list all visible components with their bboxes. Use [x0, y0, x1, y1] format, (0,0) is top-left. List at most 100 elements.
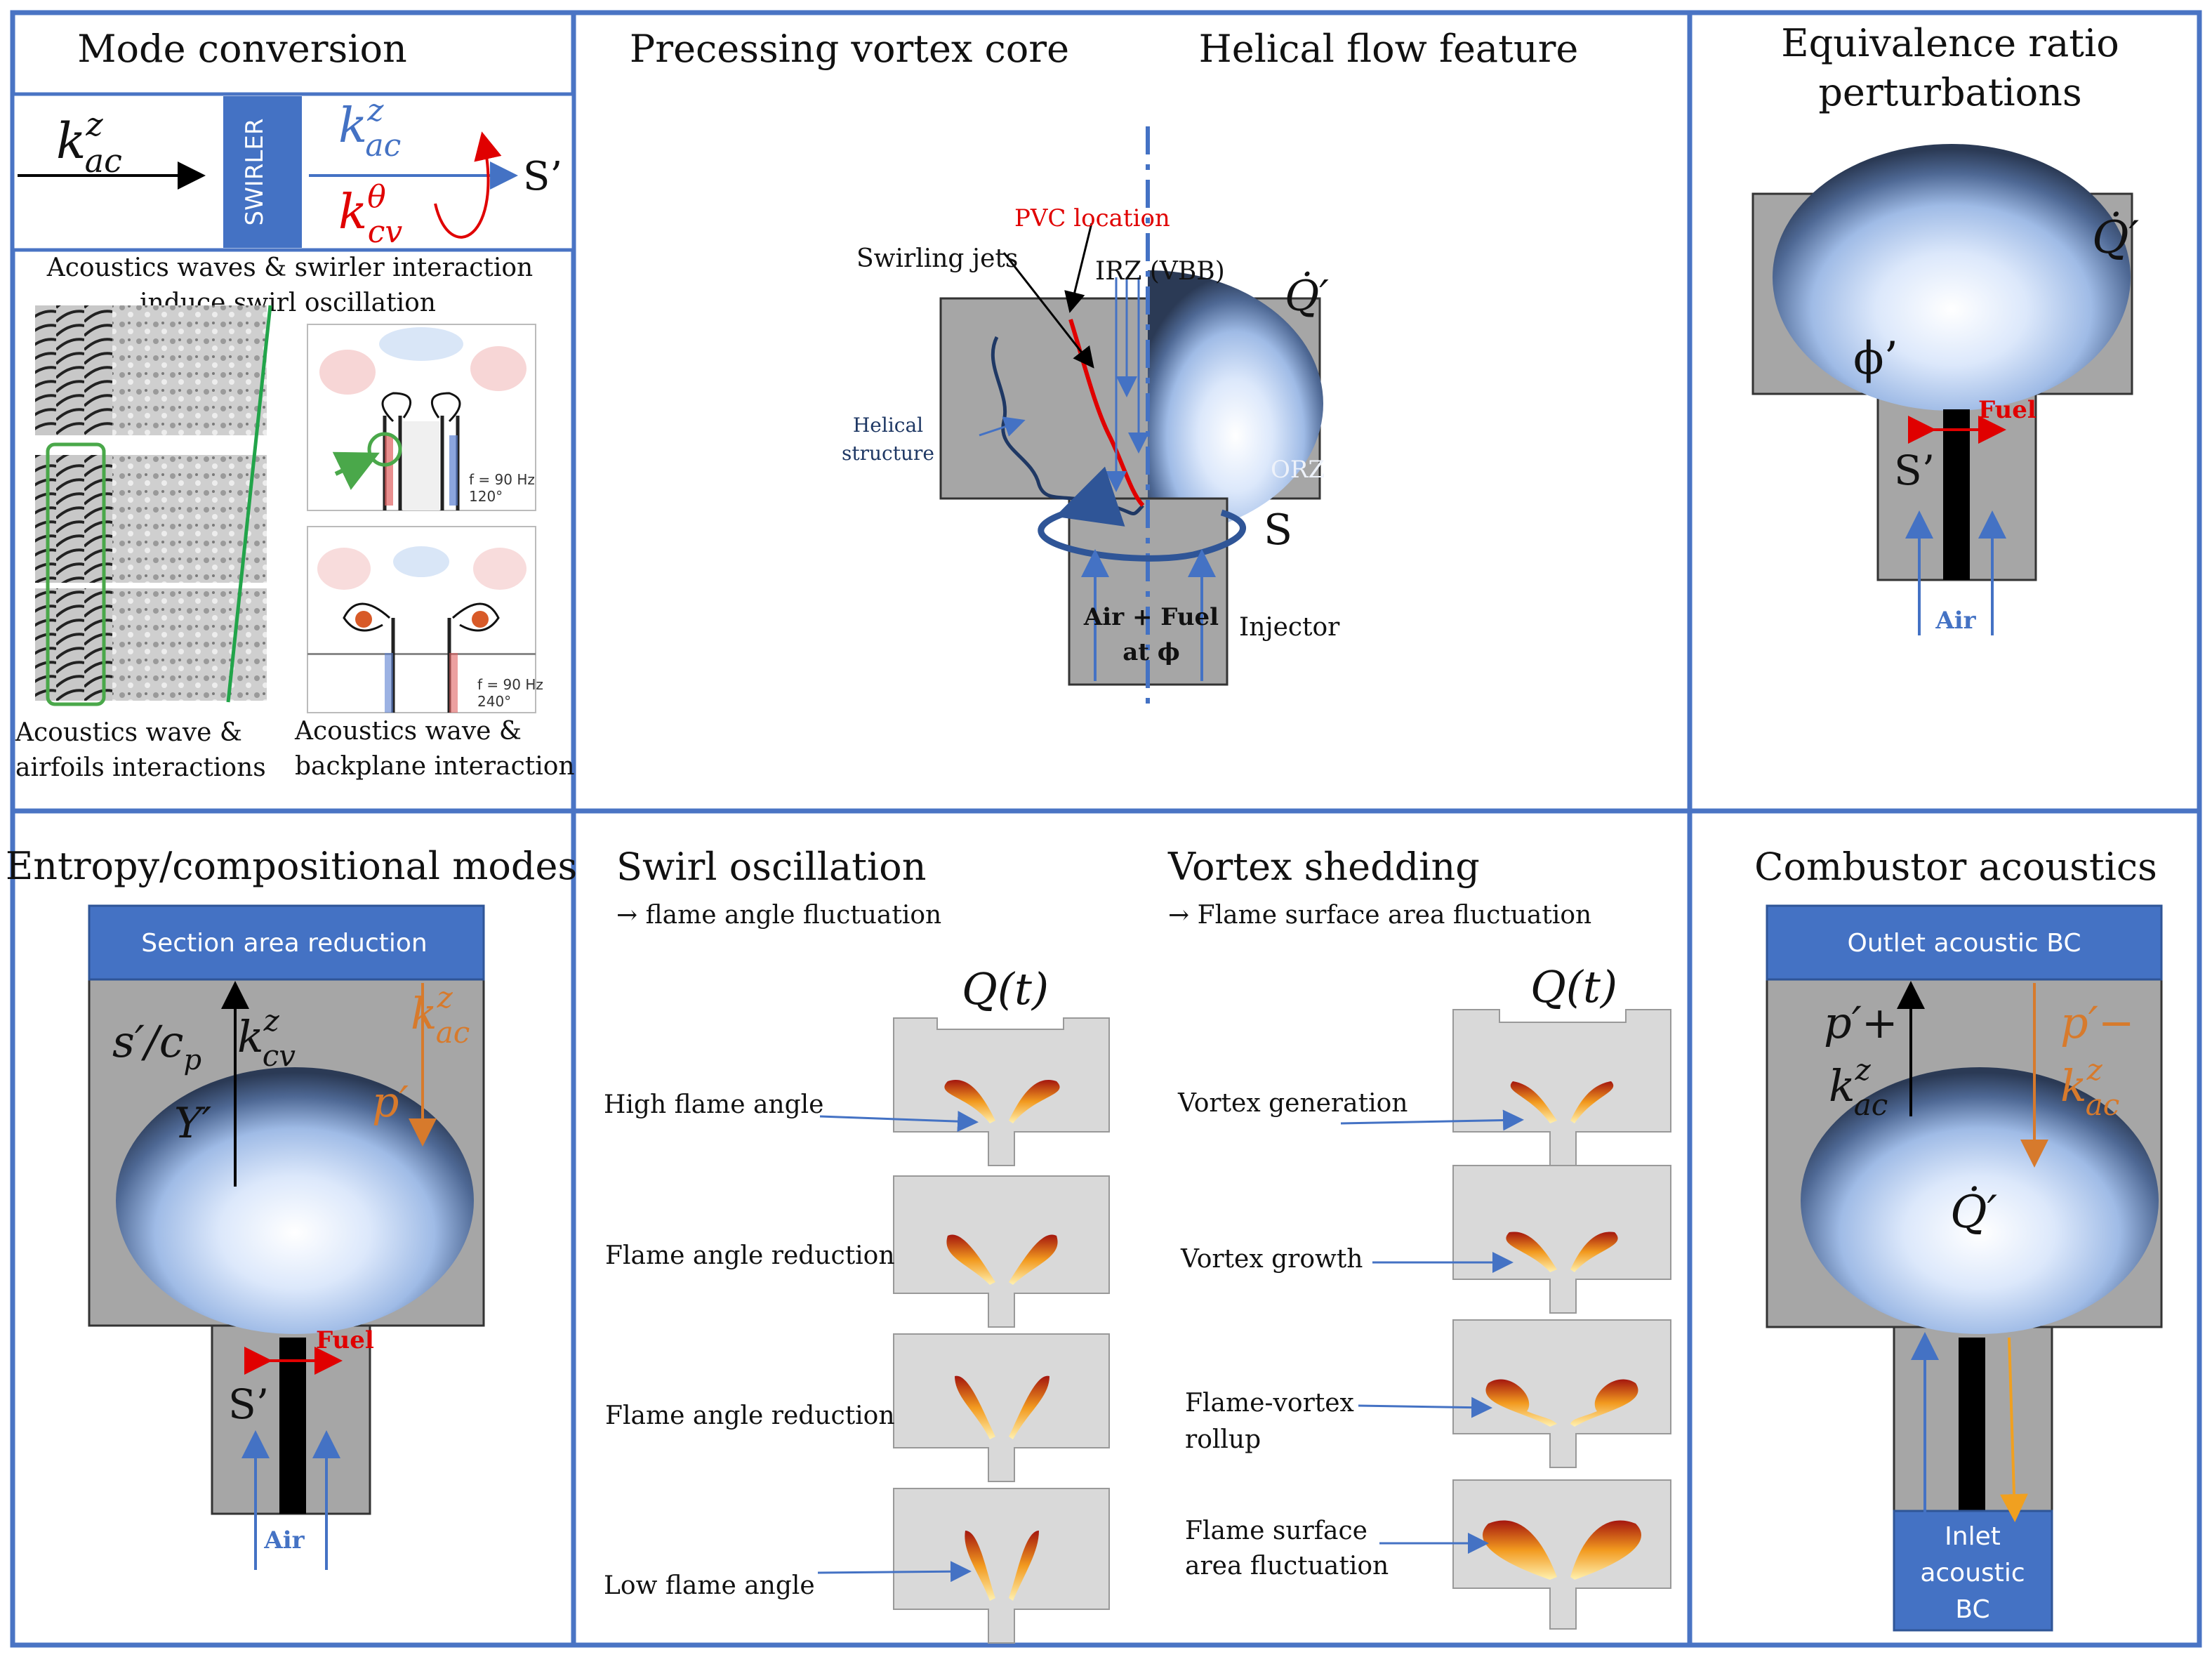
swirl-frame-2 — [893, 1175, 1110, 1328]
vortex-frame-3-label-2: rollup — [1185, 1425, 1261, 1454]
entropy-p-prime: p′ — [372, 1078, 409, 1127]
swirl-frame-2-label: Flame angle reduction — [605, 1241, 895, 1270]
helical-title: Helical flow feature — [1199, 27, 1579, 71]
vortex-frame-1-arrow — [1340, 1109, 1524, 1131]
combustor-acoustics-title: Combustor acoustics — [1754, 845, 2157, 889]
swirl-frame-4-label: Low flame angle — [604, 1571, 815, 1600]
swirl-osc-title: Swirl oscillation — [616, 845, 926, 889]
equivalence-title-2: perturbations — [1818, 70, 2081, 114]
equivalence-q-prime: Q̇′ — [2092, 211, 2139, 264]
helical-structure-arrow — [979, 416, 1026, 437]
panel-flame-response: Swirl oscillation → flame angle fluctuat… — [604, 845, 1671, 1644]
inlet-bc-label-1: Inlet — [1945, 1522, 2001, 1551]
inlet-bc-box — [1893, 1510, 2053, 1632]
equivalence-phi-prime: ϕ’ — [1853, 333, 1898, 385]
vortex-frame-2-label: Vortex growth — [1180, 1245, 1363, 1274]
vortex-frame-4-label-2: area fluctuation — [1185, 1552, 1389, 1580]
helical-label-2: structure — [842, 442, 934, 465]
equivalence-title-1: Equivalence ratio — [1781, 21, 2119, 65]
mode-conversion-s-prime: S’ — [523, 154, 562, 199]
entropy-fuel-line — [279, 1338, 306, 1514]
entropy-s-prime: S’ — [228, 1380, 269, 1428]
vortex-frame-3-arrow — [1358, 1397, 1492, 1418]
panel-precessing-vortex-core: Precessing vortex core Helical flow feat… — [630, 27, 1578, 713]
acoustics-q-prime: Q̇′ — [1950, 1185, 1997, 1239]
mode-conversion-caption-1: Acoustics waves & swirler interaction — [46, 253, 534, 282]
section-area-label: Section area reduction — [141, 929, 428, 958]
swirl-q-label: Q(t) — [962, 963, 1049, 1015]
swirl-frame-1 — [893, 1017, 1110, 1166]
panel-equivalence-ratio: Equivalence ratio perturbations Fuel Q̇′… — [1751, 21, 2139, 635]
swirl-osc-subtitle: → flame angle fluctuation — [616, 901, 941, 930]
swirler-box — [223, 96, 302, 248]
irz-arrows — [1106, 277, 1149, 492]
airfoils-caption-1: Acoustics wave & — [15, 718, 242, 747]
backplane-caption-1: Acoustics wave & — [294, 717, 522, 746]
panel-combustor-acoustics: Combustor acoustics Outlet acoustic BC I… — [1754, 845, 2163, 1632]
entropy-y-prime: Y′ — [174, 1099, 212, 1148]
pvc-location-arrow — [1064, 223, 1093, 313]
sim-top-angle: 120° — [469, 488, 503, 505]
pvc-location-label: PVC location — [1014, 204, 1170, 232]
swirl-frame-4 — [893, 1488, 1110, 1644]
panel-frames — [10, 10, 2202, 1648]
backplane-caption-2: backplane interaction — [295, 752, 575, 781]
airfoils-caption-2: airfoils interactions — [15, 753, 266, 782]
vortex-frame-2 — [1452, 1165, 1671, 1314]
outlet-bc-box — [1766, 904, 2163, 981]
acoustics-p-plus: p′+ — [1824, 997, 1898, 1048]
airfoil-simulation-images — [35, 305, 272, 706]
equivalence-air-label: Air — [1935, 607, 1976, 635]
section-area-box — [88, 904, 485, 981]
inlet-bc-label-3: BC — [1955, 1595, 1989, 1624]
swirl-frame-1-arrow — [819, 1111, 979, 1133]
vortex-frame-3 — [1452, 1319, 1671, 1468]
equivalence-s-prime: S’ — [1894, 447, 1935, 494]
mode-conversion-title: Mode conversion — [77, 27, 407, 71]
inlet-bc-label-2: acoustic — [1920, 1559, 2025, 1587]
air-fuel-label-2: at ϕ — [1122, 638, 1180, 666]
backplane-simulation-bottom: f = 90 Hz 240° — [307, 526, 543, 713]
sim-top-frequency: f = 90 Hz — [469, 471, 535, 488]
pvc-flame — [1148, 270, 1323, 537]
equivalence-fuel-label: Fuel — [1978, 396, 2037, 424]
swirl-frame-3-label: Flame angle reduction — [605, 1401, 895, 1430]
vortex-frame-4-label-1: Flame surface — [1185, 1517, 1367, 1545]
swirl-frame-1-label: High flame angle — [604, 1090, 823, 1119]
pvc-swirl-s: S — [1264, 506, 1292, 555]
acoustics-fuel-line — [1959, 1338, 1985, 1513]
pvc-title: Precessing vortex core — [630, 27, 1069, 71]
sim-bottom-angle: 240° — [477, 693, 511, 710]
equivalence-fuel-line — [1943, 409, 1970, 580]
vortex-frame-3-label-1: Flame-vortex — [1185, 1389, 1354, 1418]
entropy-fuel-label: Fuel — [316, 1326, 374, 1354]
vortex-title: Vortex shedding — [1167, 845, 1480, 889]
entropy-air-label: Air — [263, 1526, 305, 1554]
swirler-label: SWIRLER — [241, 119, 269, 226]
irz-label: IRZ (VBB) — [1095, 257, 1225, 286]
acoustics-flame — [1801, 1067, 2159, 1334]
backplane-simulation-top: f = 90 Hz 120° — [307, 324, 536, 511]
helical-label-1: Helical — [853, 414, 923, 437]
acoustics-p-minus: p′− — [2060, 997, 2135, 1048]
injector-label: Injector — [1239, 613, 1340, 642]
entropy-title: Entropy/compositional modes — [6, 844, 577, 888]
equivalence-flame — [1773, 144, 2131, 411]
swirling-jets-arrow — [1002, 252, 1094, 369]
k-cv-curl-arrow — [434, 131, 502, 239]
panel-entropy: Entropy/compositional modes Section area… — [6, 844, 577, 1570]
air-fuel-label-1: Air + Fuel — [1083, 603, 1219, 631]
outlet-bc-label: Outlet acoustic BC — [1848, 929, 2081, 958]
sim-bottom-frequency: f = 90 Hz — [477, 676, 543, 693]
vortex-frame-4 — [1452, 1479, 1671, 1630]
swirl-rotation-arrow — [1038, 466, 1246, 562]
